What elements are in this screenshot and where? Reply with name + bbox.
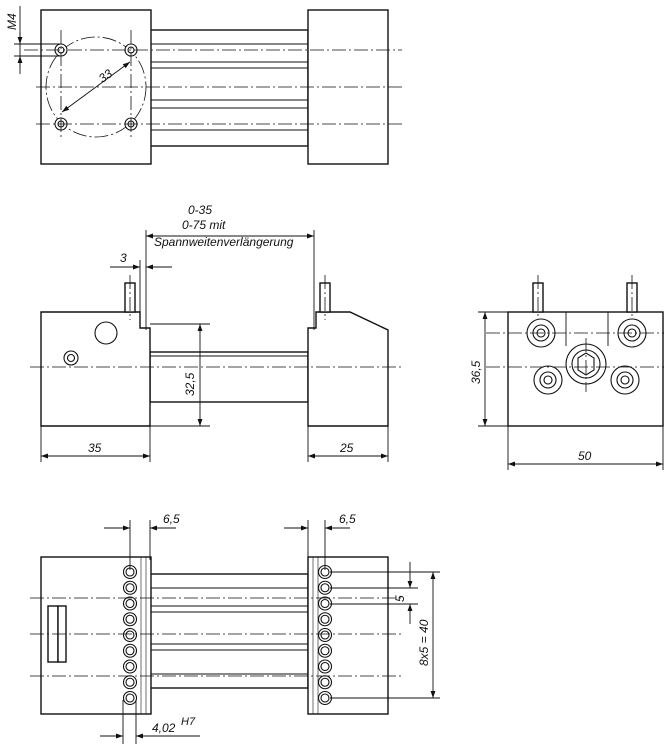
left-width-label: 35 (88, 441, 102, 455)
rail-front (149, 351, 309, 403)
locating-hole (122, 580, 138, 595)
front-view: 0-35 0-75 mit Spannweitenverlängerung 3 … (30, 203, 402, 462)
span-extension-note: Spannweitenverlängerung (154, 235, 294, 249)
side-height-label: 36,5 (469, 360, 483, 384)
hole-spacing-label: 5 (393, 595, 407, 602)
locating-hole (122, 659, 138, 674)
height-label: 32,5 (183, 372, 197, 396)
locating-hole (317, 659, 333, 674)
row-length-label: 8x5 = 40 (417, 619, 431, 666)
hole-diameter-label: 4,02 (152, 721, 176, 735)
locating-hole (122, 690, 138, 706)
locating-hole (317, 643, 333, 658)
right-width-label: 25 (339, 441, 354, 455)
right-jaw-front (307, 311, 389, 427)
top-view: 33 M4 (5, 6, 402, 165)
pitch-right-label: 6,5 (339, 512, 356, 526)
locating-hole (122, 612, 138, 627)
locating-hole (317, 612, 333, 627)
locating-hole (317, 627, 333, 643)
locating-hole (317, 596, 333, 611)
rail-body (149, 29, 309, 147)
thread-label: M4 (5, 13, 19, 30)
tolerance-label: H7 (181, 716, 196, 728)
locating-hole (122, 675, 138, 690)
rail-bottom (149, 573, 309, 689)
mounting-hole (94, 321, 118, 345)
step-label: 3 (120, 251, 127, 265)
locating-hole (317, 690, 333, 706)
screw-hole (610, 365, 640, 395)
locating-hole (317, 675, 333, 690)
span-range-label: 0-35 (188, 203, 212, 217)
screw-hole (533, 365, 563, 395)
locating-hole (122, 596, 138, 611)
span-extended-label: 0-75 mit (182, 218, 226, 232)
side-view: 36,5 50 (469, 275, 664, 470)
pitch-left-label: 6,5 (163, 512, 180, 526)
bottom-view: 6,5 6,5 5 8x5 = 40 4,02 H7 (30, 512, 440, 744)
locating-hole (317, 580, 333, 595)
mounting-hole (63, 350, 79, 366)
locating-hole (122, 643, 138, 658)
locating-hole (122, 627, 138, 643)
side-width-label: 50 (578, 449, 592, 463)
